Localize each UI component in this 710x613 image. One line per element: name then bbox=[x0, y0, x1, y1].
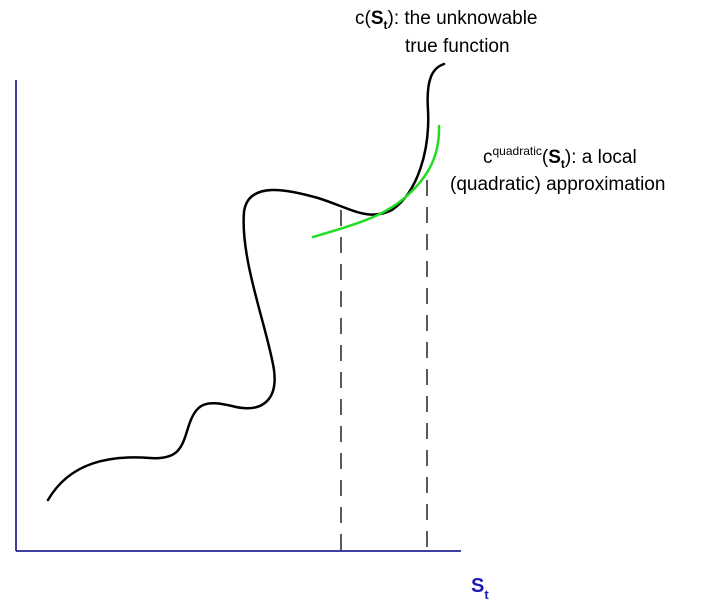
true-function-label-suffix: ): the unknowable bbox=[388, 8, 538, 29]
true-function-label-var: S bbox=[371, 8, 384, 29]
approx-label-open: ( bbox=[542, 147, 549, 168]
true-function-label: c(St): the unknowable bbox=[355, 8, 538, 32]
approx-label-line2: (quadratic) approximation bbox=[450, 174, 665, 195]
x-axis-label-var: S bbox=[471, 575, 484, 597]
approx-label-sub: t bbox=[561, 157, 565, 171]
x-axis-label: St bbox=[471, 575, 489, 602]
approx-label-suffix: ): a local bbox=[565, 147, 637, 168]
true-function-label-prefix: c( bbox=[355, 8, 372, 29]
approx-label-var: S bbox=[548, 147, 561, 168]
quadratic-approximation-curve bbox=[311, 124, 441, 239]
approx-label-prefix: c bbox=[483, 147, 493, 168]
true-function-curve bbox=[46, 62, 446, 502]
true-function-label-sub: t bbox=[384, 18, 388, 32]
x-axis-label-sub: t bbox=[484, 587, 489, 602]
true-function-label-line2: true function bbox=[405, 36, 510, 57]
approx-label: cquadratic(St): a local bbox=[483, 144, 637, 171]
approx-label-sup: quadratic bbox=[493, 144, 542, 158]
